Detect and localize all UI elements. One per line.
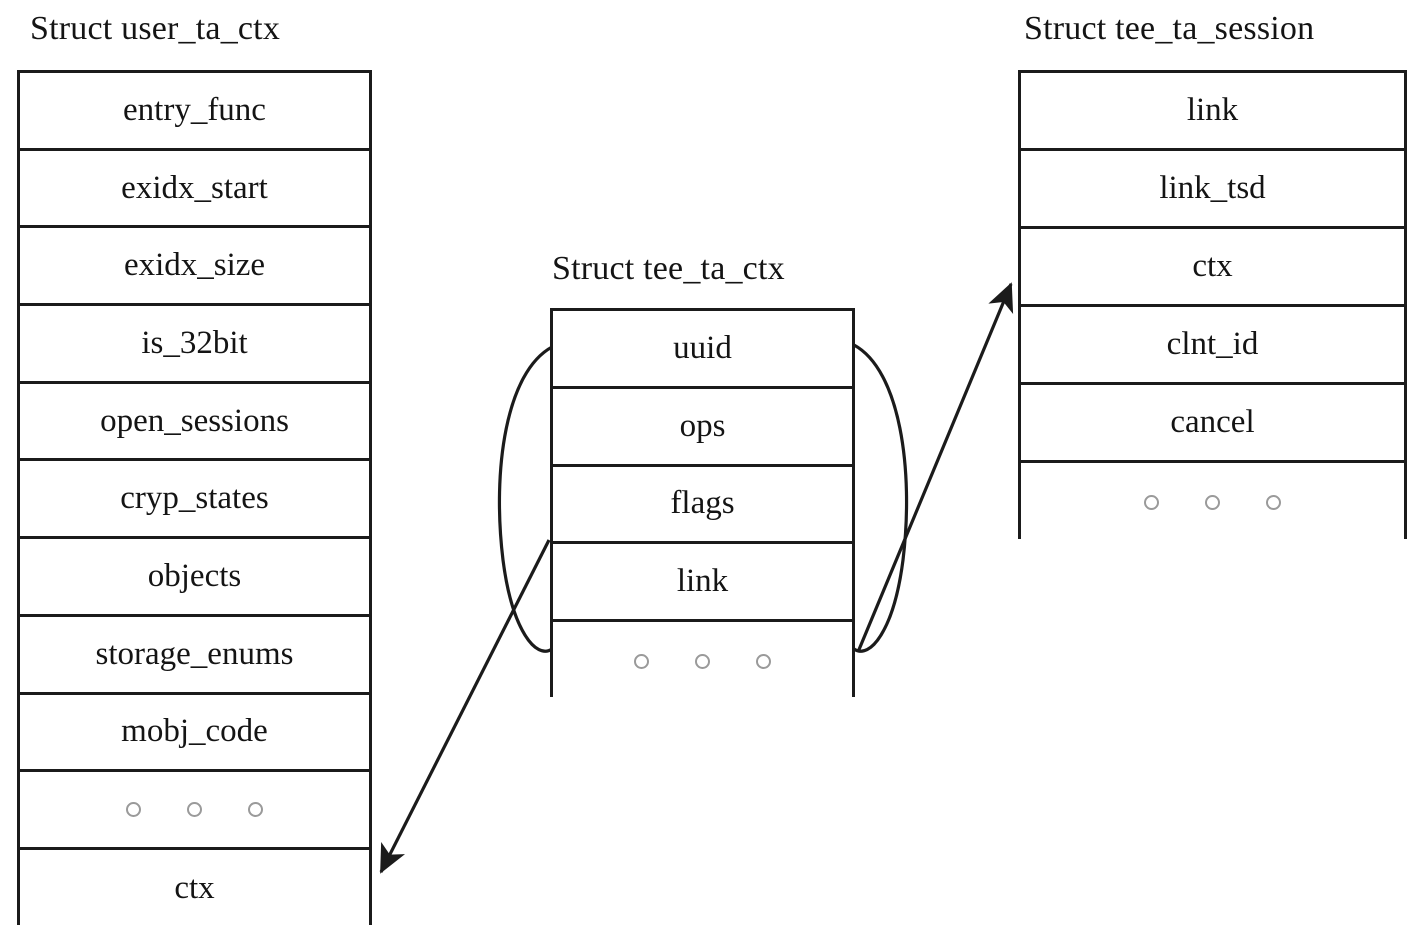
- arrow-to-user-ta-ctx: [379, 539, 551, 874]
- arrow-to-tee-ta-session: [856, 282, 1014, 653]
- struct-ellipsis-row-tee-ta-ctx: [553, 622, 852, 700]
- struct-box-tee-ta-ctx: uuid ops flags link: [550, 308, 855, 700]
- struct-ellipsis-row-user-ta-ctx: [20, 772, 369, 850]
- ellipsis-dot-icon: [248, 802, 263, 818]
- struct-field-link-tsd: link_tsd: [1021, 151, 1404, 230]
- struct-ellipsis-row-tee-ta-session: [1021, 463, 1404, 542]
- ellipsis-dot-icon: [1266, 495, 1281, 511]
- struct-field-entry-func: entry_func: [20, 73, 369, 151]
- ellipsis-dot-icon: [126, 802, 141, 818]
- struct-field-exidx-size: exidx_size: [20, 228, 369, 307]
- struct-field-storage-enums: storage_enums: [20, 616, 369, 695]
- struct-title-tee-ta-ctx: Struct tee_ta_ctx: [552, 250, 785, 287]
- ellipsis-dot-icon: [1144, 495, 1159, 511]
- struct-field-ctx: ctx: [20, 849, 369, 928]
- struct-field-ops: ops: [553, 388, 852, 467]
- struct-field-ctx: ctx: [1021, 229, 1404, 308]
- struct-field-link: link: [1021, 73, 1404, 152]
- struct-field-is-32bit: is_32bit: [20, 306, 369, 384]
- ellipsis-dot-icon: [1205, 495, 1220, 511]
- struct-box-tee-ta-session: link link_tsd ctx clnt_id cancel: [1018, 70, 1407, 542]
- struct-field-clnt-id: clnt_id: [1021, 307, 1404, 386]
- struct-field-open-sessions: open_sessions: [20, 383, 369, 462]
- ellipsis-dot-icon: [756, 653, 771, 669]
- struct-title-user-ta-ctx: Struct user_ta_ctx: [30, 10, 281, 47]
- ellipsis-dot-icon: [695, 653, 710, 669]
- struct-field-cryp-states: cryp_states: [20, 461, 369, 540]
- struct-field-mobj-code: mobj_code: [20, 694, 369, 773]
- ellipsis-dot-icon: [187, 802, 202, 818]
- right-loop-curve: [853, 343, 909, 653]
- struct-field-flags: flags: [553, 466, 852, 545]
- struct-field-exidx-start: exidx_start: [20, 150, 369, 229]
- struct-field-uuid: uuid: [553, 311, 852, 389]
- struct-field-cancel: cancel: [1021, 385, 1404, 464]
- struct-box-user-ta-ctx: entry_func exidx_start exidx_size is_32b…: [17, 70, 372, 928]
- struct-field-objects: objects: [20, 539, 369, 617]
- ellipsis-dot-icon: [634, 653, 649, 669]
- struct-field-link: link: [553, 544, 852, 623]
- struct-title-tee-ta-session: Struct tee_ta_session: [1024, 10, 1315, 47]
- left-loop-curve: [497, 345, 553, 653]
